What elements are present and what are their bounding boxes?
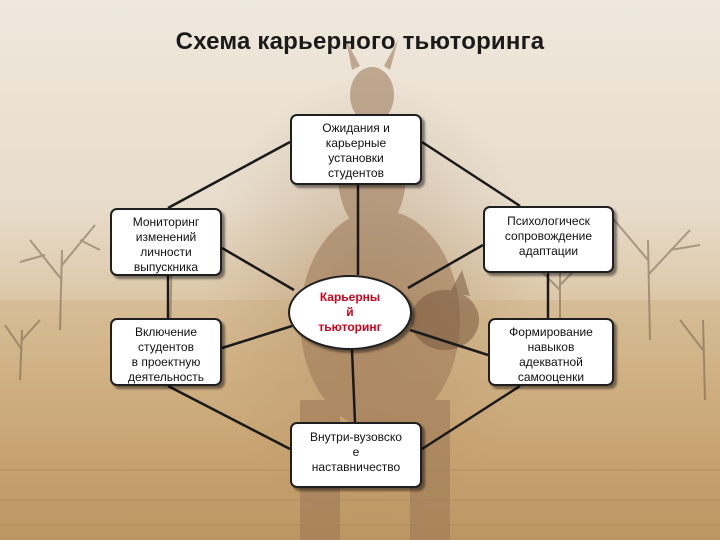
- ring-line-top-upperright: [421, 140, 521, 208]
- spoke-bottom: [350, 349, 357, 423]
- spoke-upperright: [407, 243, 484, 290]
- ring-line-lowerright-bottom: [421, 384, 521, 451]
- node-expectations: Ожидания и карьерные установки студентов: [290, 114, 422, 185]
- spoke-lowerleft: [221, 324, 293, 350]
- node-psychological-support: Психологическ сопровождение адаптации: [483, 206, 614, 273]
- center-career-tutoring: Карьерны й тьюторинг: [288, 275, 412, 350]
- node-personality-monitoring: Мониторинг изменений личности выпускника: [110, 208, 222, 276]
- node-mentoring: Внутри-вузовско е наставничество: [290, 422, 422, 488]
- node-project-involvement: Включение студентов в проектную деятельн…: [110, 318, 222, 386]
- spoke-lowerright: [409, 328, 489, 357]
- ring-line-bottom-lowerleft: [167, 384, 291, 451]
- node-self-assessment-skills: Формирование навыков адекватной самооцен…: [488, 318, 614, 386]
- slide-title: Схема карьерного тьюторинга: [175, 28, 545, 55]
- ring-line-upperleft-top: [167, 140, 291, 210]
- spoke-upperleft: [221, 246, 295, 292]
